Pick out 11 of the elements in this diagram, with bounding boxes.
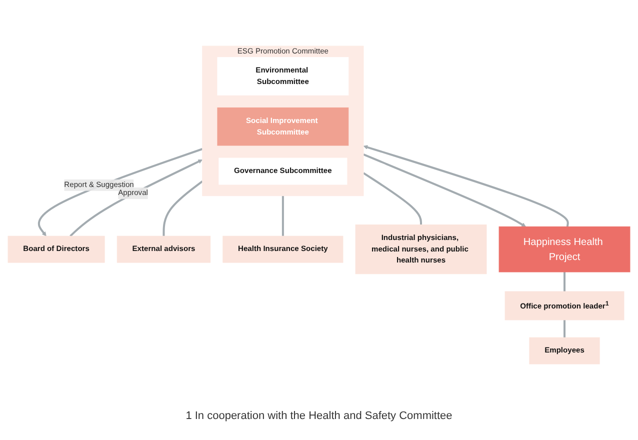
- footnote: 1 In cooperation with the Health and Safety Committee: [184, 410, 454, 422]
- arrow: [38, 148, 203, 236]
- connector: [564, 272, 566, 292]
- connector: [162, 180, 203, 236]
- connector: [282, 196, 284, 236]
- connector: [362, 172, 422, 225]
- arrow: [70, 159, 203, 237]
- arrow: [363, 154, 526, 227]
- arrow: [363, 145, 569, 227]
- node-box: Happiness Health Project: [498, 226, 630, 272]
- connector: [564, 320, 566, 338]
